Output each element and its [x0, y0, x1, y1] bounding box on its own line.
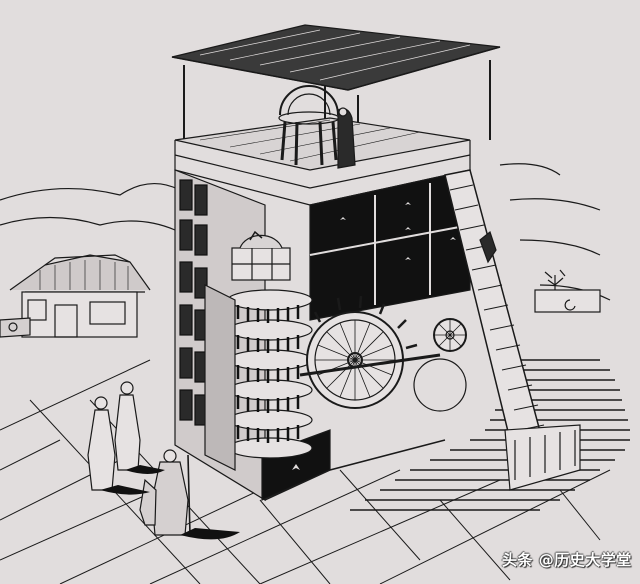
star-icons [340, 202, 456, 260]
celestial-globe [231, 230, 291, 281]
figure-on-stairs [479, 230, 497, 264]
jackwork-tiers [204, 284, 313, 471]
courtyard-figures [87, 381, 240, 540]
tower-base-edge [264, 439, 446, 501]
staircase [444, 169, 581, 491]
courtyard-pavement [0, 359, 611, 584]
water-wheel [299, 295, 441, 409]
tower-right-face [261, 169, 471, 501]
watermark-text: 头条 @历史大学堂 [502, 551, 632, 569]
armillary-sphere [278, 85, 356, 169]
gear-wheel [413, 318, 467, 412]
pavilion [0, 254, 151, 338]
distant-hills [0, 163, 611, 301]
tree-and-wall [534, 269, 601, 313]
